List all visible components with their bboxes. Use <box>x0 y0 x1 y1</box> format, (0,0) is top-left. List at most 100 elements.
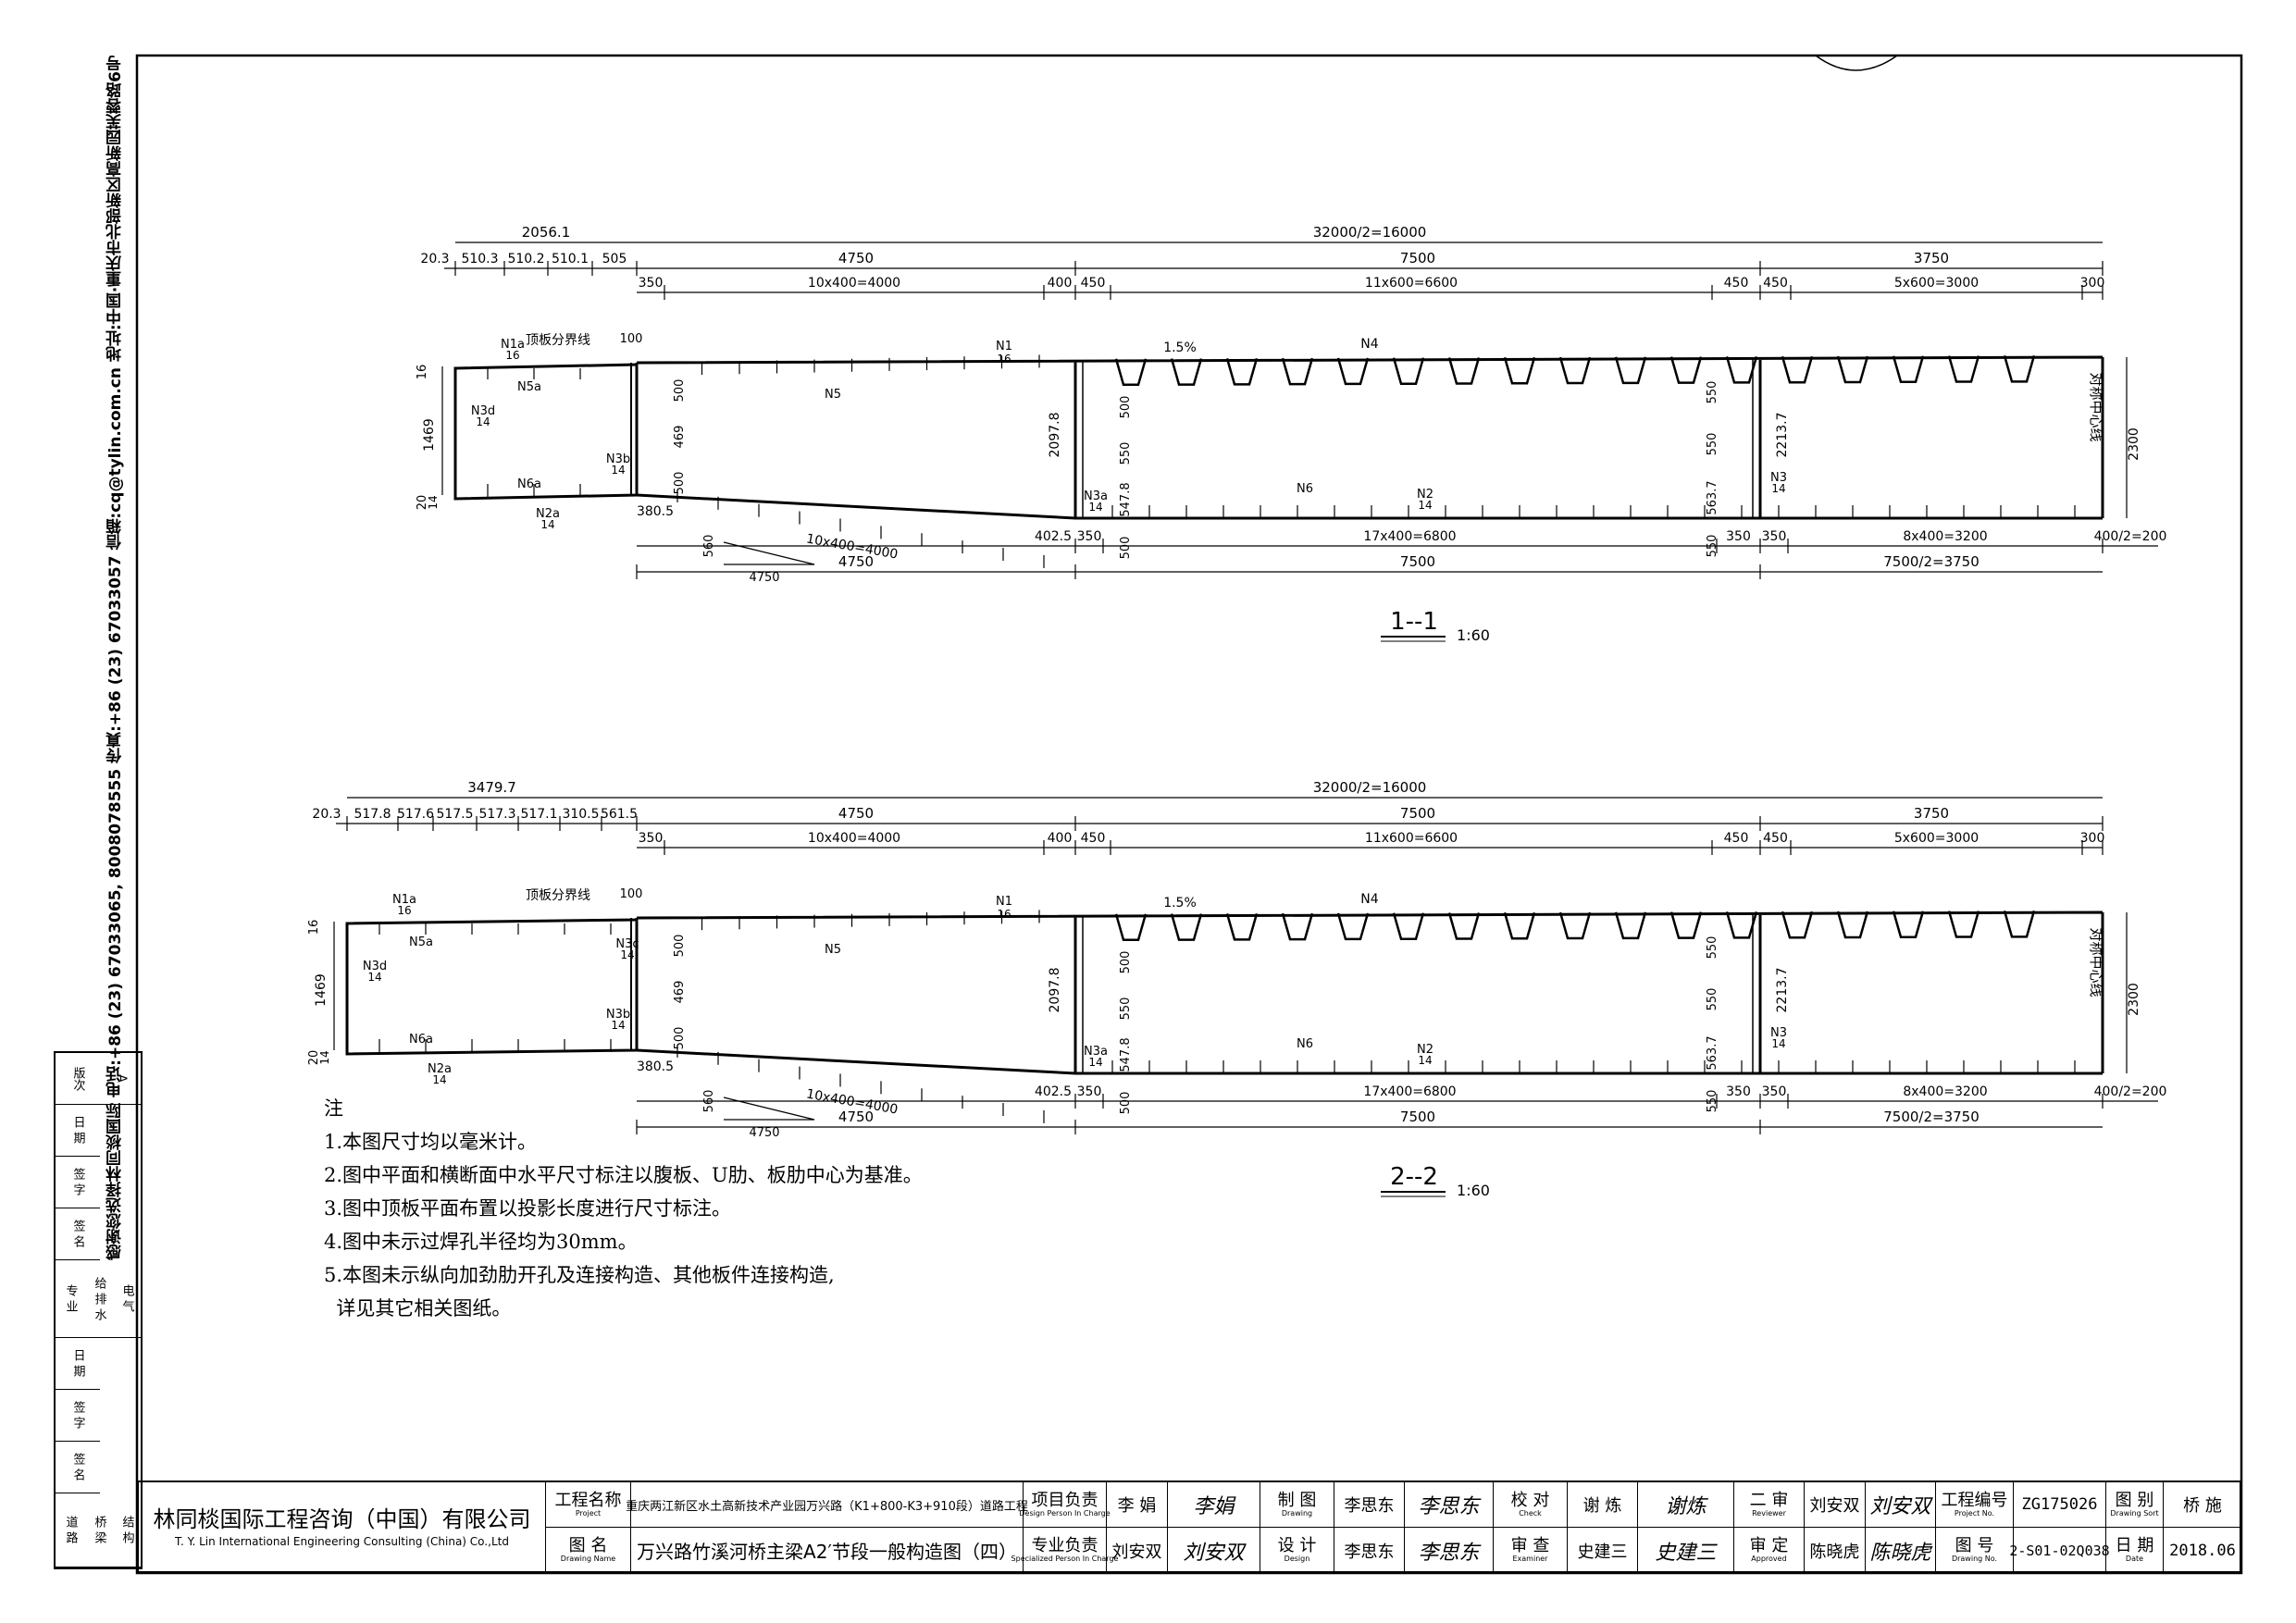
cantilever-box <box>453 363 639 501</box>
dim-v469: 469 <box>673 981 687 1004</box>
design-label: 设 计 <box>1277 1536 1317 1555</box>
label-n6: N6 <box>1297 1037 1313 1051</box>
company-name-en: T. Y. Lin International Engineering Cons… <box>175 1535 509 1548</box>
drawing-label: 图 名 <box>568 1536 608 1555</box>
drawing-number: 2-S01-02Q038 <box>2009 1528 2110 1573</box>
dim-v500: 500 <box>673 1027 687 1050</box>
dim-v500: 500 <box>673 935 687 958</box>
dim-slope-4750: 4750 <box>749 571 779 585</box>
cantilever-box <box>345 918 639 1056</box>
u-rib <box>1669 911 1703 939</box>
label-n3a: N3a <box>1084 1045 1108 1059</box>
dim-cantilever-part: 510.3 <box>461 252 498 266</box>
exam-label-en: Examiner <box>1512 1555 1548 1563</box>
design-label-en: Design <box>1284 1555 1310 1563</box>
dim-h2213: 2213.7 <box>1775 968 1790 1013</box>
version-value: A <box>100 1053 143 1105</box>
dim-100: 100 <box>620 887 643 901</box>
note-item: 4.图中未示过焊孔半径均为30mm。 <box>324 1231 638 1253</box>
label-n5a: N5a <box>517 380 541 394</box>
dim-segment: 7500 <box>1400 805 1435 822</box>
sign2-label: 签 名 <box>56 1208 100 1260</box>
dim-bottom-seg: 7500 <box>1400 1109 1435 1125</box>
u-rib <box>1447 357 1481 385</box>
u-rib <box>1947 911 1980 938</box>
road-label: 道 路 <box>56 1493 85 1567</box>
note-item: 详见其它相关图纸。 <box>324 1297 512 1319</box>
slope-triangle <box>723 541 815 565</box>
dim-v547: 547.8 <box>1119 1037 1133 1072</box>
u-rib <box>1614 356 1647 385</box>
note-item: 3.图中顶板平面布置以投影长度进行尺寸标注。 <box>324 1197 732 1220</box>
dim-sub: 300 <box>2080 831 2105 846</box>
dim-slope-380: 380.5 <box>637 504 674 519</box>
label-n2a-thk: 14 <box>540 518 554 531</box>
u-rib <box>1725 356 1758 384</box>
dim-h2097: 2097.8 <box>1048 968 1062 1013</box>
dim-r563: 563.7 <box>1706 1035 1719 1070</box>
u-rib <box>1114 358 1148 387</box>
dim-bottom-sub: 17x400=6800 <box>1363 529 1456 544</box>
u-rib <box>2003 910 2036 938</box>
approve-name: 陈晓虎 <box>1805 1528 1866 1573</box>
u-rib <box>1336 912 1370 941</box>
u-rib <box>1336 357 1370 386</box>
u-rib <box>1281 912 1314 941</box>
label-n3c: N3c <box>615 937 639 951</box>
symmetry-center-label: 对称中心线 <box>2088 927 2104 997</box>
dim-h20: 20 <box>307 1050 321 1066</box>
dim-cantilever-part: 510.1 <box>552 252 589 266</box>
design-signature: 李思东 <box>1405 1528 1494 1573</box>
dim-sub: 350 <box>639 831 664 846</box>
review-label: 二 审 <box>1749 1490 1789 1510</box>
u-rib <box>1447 912 1481 940</box>
dim-segment: 7500 <box>1400 250 1435 266</box>
symmetry-center-label: 对称中心线 <box>2088 372 2104 441</box>
dim-overall-left: 3479.7 <box>467 779 516 796</box>
dim-sub: 5x600=3000 <box>1894 276 1979 291</box>
label-n1-thk: 16 <box>997 908 1011 921</box>
label-n2a: N2a <box>428 1062 452 1076</box>
label-slope: 1.5% <box>1163 341 1197 355</box>
dim-cantilever-part: 561.5 <box>601 807 638 822</box>
drawing-date: 2018.06 <box>2169 1541 2236 1560</box>
u-rib <box>1836 355 1869 384</box>
dim-bottom-sub: 400/2=200 <box>2094 529 2167 544</box>
elec-label: 电 气 <box>113 1260 141 1338</box>
label-n4: N4 <box>1360 337 1378 352</box>
label-n5: N5 <box>825 943 841 957</box>
u-rib <box>1114 913 1148 942</box>
sign3-label: 签 字 <box>56 1390 100 1442</box>
label-n1a: N1a <box>392 893 416 907</box>
dim-cantilever-part: 310.5 <box>562 807 599 822</box>
label-n3-thk: 14 <box>1771 1037 1785 1050</box>
label-n3a: N3a <box>1084 489 1108 503</box>
note-item: 5.本图未示纵向加劲肋开孔及连接构造、其他板件连接构造, <box>324 1264 835 1286</box>
pm-name: 李 娟 <box>1107 1482 1168 1528</box>
dwgno-label-en: Drawing No. <box>1951 1555 1998 1563</box>
u-rib <box>1836 911 1869 939</box>
dim-sub: 10x400=4000 <box>808 276 900 291</box>
pm-signature: 李娟 <box>1168 1482 1260 1528</box>
section-title: 1--1 <box>1390 608 1438 636</box>
dim-sub: 450 <box>1724 831 1749 846</box>
date-label: 日 期 <box>56 1105 100 1157</box>
label-n3d: N3d <box>471 404 495 418</box>
dim-r563: 563.7 <box>1706 480 1719 514</box>
draw-signature: 李思东 <box>1405 1482 1494 1528</box>
note-item: 2.图中平面和横断面中水平尺寸标注以腹板、U肋、板肋中心为基准。 <box>324 1164 923 1186</box>
label-n3a-thk: 14 <box>1088 501 1102 514</box>
dim-bottom-sub: 402.5 <box>1035 529 1072 544</box>
check-name: 谢 炼 <box>1568 1482 1638 1528</box>
dim-bottom-sub: 8x400=3200 <box>1903 1084 1987 1099</box>
draw-label: 制 图 <box>1277 1490 1317 1510</box>
dim-sub: 450 <box>1724 276 1749 291</box>
exam-signature: 史建三 <box>1638 1528 1734 1573</box>
dim-sub: 400 <box>1048 276 1073 291</box>
